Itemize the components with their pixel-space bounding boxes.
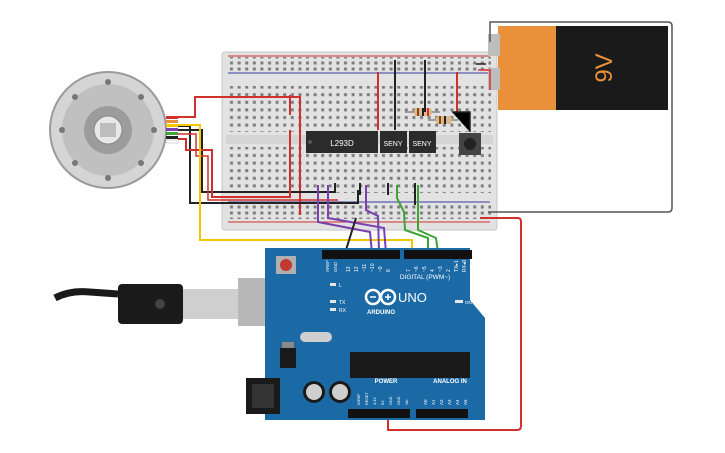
led-label-rx: RX [339,308,347,314]
chip-seny-2[interactable]: SENY [409,131,436,153]
reset-button[interactable] [280,259,292,271]
arduino-brand: ARDUINO [367,310,395,316]
dc-motor[interactable] [49,71,179,189]
pin-label-8: 8 [386,269,392,272]
pin-label-2: 2 [446,269,452,272]
wire-motor-white[interactable] [178,133,338,201]
arduino-uno[interactable]: DIGITAL (PWM~) AREF GND 13 12 ~11 ~10 ~9… [246,248,485,420]
analog-pin-a3: A3 [447,399,452,405]
pin-label-5: ~5 [422,266,428,272]
wire-battery-negative[interactable] [488,21,673,213]
led-label-l: L [339,283,342,289]
analog-pin-a0: A0 [423,399,428,405]
pin-label-12: 12 [354,266,360,272]
chip-seny-2-label: SENY [412,141,431,148]
pin-label-9: ~9 [378,266,384,272]
wire-purple-2[interactable] [327,185,387,254]
wire-purple-3[interactable] [365,185,380,254]
pin-label-10: ~10 [370,263,376,272]
wire-black-gnd[interactable] [344,217,357,254]
power-pin-reset: RESET [365,392,369,405]
analog-pin-a2: A2 [439,399,444,405]
wire-purple-1[interactable] [317,185,373,254]
analog-header-label: ANALOG IN [433,379,467,385]
analog-pin-a5: A5 [463,399,468,405]
power-header-label: POWER [375,379,398,385]
chip-l293d[interactable]: L293D [306,131,378,153]
led-label-on: ON [465,300,472,305]
pin-label-rx: RX◂0 [462,260,468,272]
pin-label-11: ~11 [362,264,368,272]
battery-label: 9V [591,53,618,82]
power-pin-3v3: 3.3V [373,397,377,405]
wire-motor-red[interactable] [178,96,301,215]
wire-battery-positive[interactable] [478,69,491,90]
arduino-digital-label: DIGITAL (PWM~) [400,274,450,281]
wire-yellow-enable[interactable] [178,124,208,241]
pin-label-7: 7 [406,269,412,272]
pin-label-13: 13 [346,266,352,272]
led-label-tx: TX [339,300,346,306]
pin-label-4: 4 [430,269,436,272]
pin-label-tx: TX▸1 [454,260,460,272]
wire-green-2[interactable] [417,185,439,254]
atmega-chip[interactable] [350,352,470,378]
power-pin-gnd2: GND [397,396,401,405]
analog-pin-a4: A4 [455,399,460,405]
chip-l293d-label: L293D [330,139,354,148]
usb-cable[interactable] [53,278,296,326]
chip-seny-1[interactable]: SENY [380,131,407,153]
power-pin-5v: 5V [381,400,385,405]
power-pin-vin: Vin [405,400,409,405]
wire-motor-red-2[interactable] [178,130,291,198]
wire-motor-black-2[interactable] [178,129,336,193]
pin-label-3: ~3 [438,266,444,272]
arduino-model: UNO [398,290,427,305]
power-pin-gnd1: GND [389,396,393,405]
wire-green-1[interactable] [396,185,429,253]
power-pin-ioref: IOREF [357,393,361,405]
resistor-2[interactable] [428,116,458,124]
analog-pin-a1: A1 [431,399,436,405]
arduino-logo-icon [364,288,397,306]
battery-9v[interactable]: 9V [488,26,668,110]
pin-label-aref: AREF [325,260,330,272]
resistor-1[interactable] [405,108,440,116]
pin-label-gnd: GND [333,261,338,272]
chip-seny-1-label: SENY [383,141,402,148]
wire-bb-button[interactable] [452,111,471,132]
pin-label-6: ~6 [414,266,420,272]
push-button[interactable] [459,133,481,155]
wire-red-5v[interactable] [387,217,522,431]
